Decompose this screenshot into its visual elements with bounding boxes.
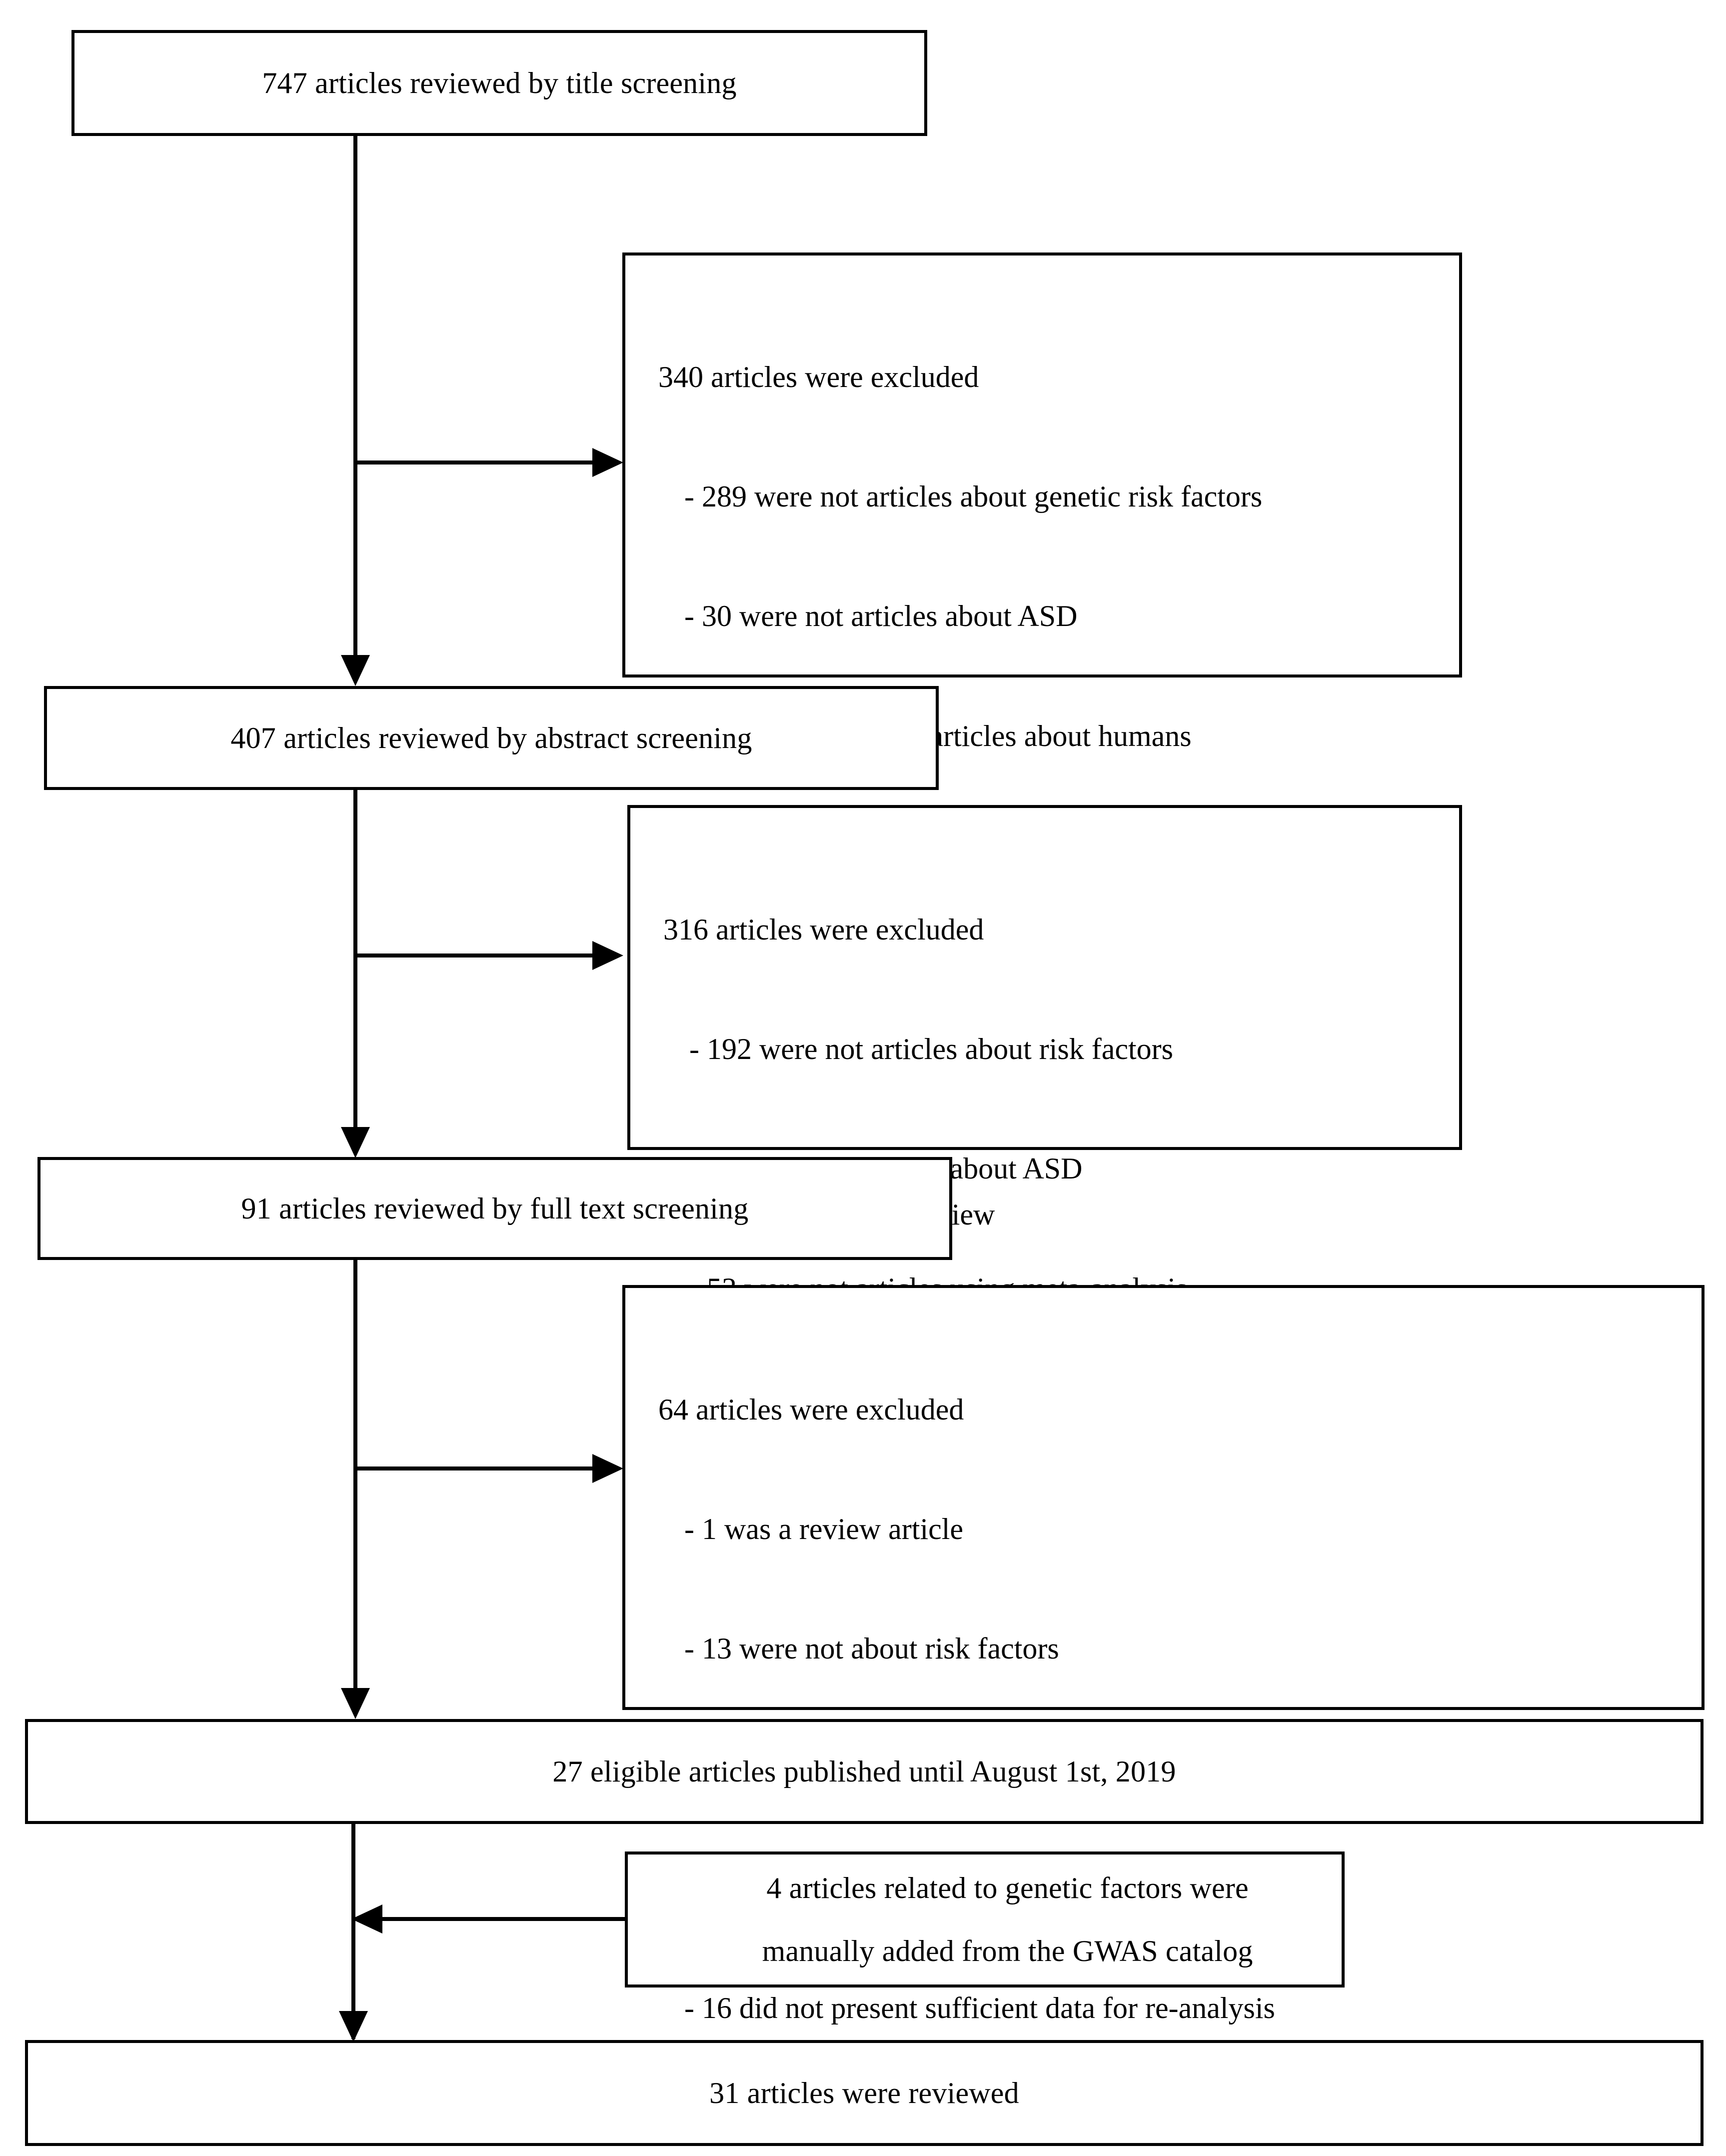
list-item: - 1 was a review article	[684, 1512, 964, 1546]
box-title-exclusions: 340 articles were excluded - 289 were no…	[622, 252, 1462, 1470]
box-eligible-articles-label: 27 eligible articles published until Aug…	[552, 1754, 1176, 1788]
connector-title-to-exclusions	[353, 460, 603, 464]
list-item: - 16 did not present sufficient data for…	[684, 1991, 1275, 2024]
box-title-screening-label: 747 articles reviewed by title screening	[262, 66, 737, 100]
arrow-right-to-title-exclusions	[592, 448, 623, 477]
box-final-reviewed-label: 31 articles were reviewed	[709, 2076, 1019, 2110]
arrow-down-to-eligible	[341, 1688, 370, 1719]
list-item: - 289 were not articles about genetic ri…	[684, 480, 1263, 513]
abstract-exclusions-heading: 316 articles were excluded	[663, 912, 984, 946]
box-abstract-exclusions: 316 articles were excluded - 192 were no…	[627, 805, 1462, 1784]
connector-abstract-to-exclusions	[353, 954, 603, 958]
connector-fulltext-to-exclusions	[353, 1466, 603, 1470]
connector-title-to-abstract	[353, 136, 357, 656]
arrow-right-to-abstract-exclusions	[592, 941, 623, 970]
connector-gwas-to-main	[382, 1917, 627, 1921]
gwas-added-line-2: manually added from the GWAS catalog	[762, 1934, 1253, 1968]
box-abstract-screening-label: 407 articles reviewed by abstract screen…	[230, 721, 752, 754]
list-item: - 13 were not about risk factors	[684, 1632, 1059, 1666]
arrow-left-from-gwas	[351, 1904, 382, 1934]
box-fulltext-screening-label: 91 articles reviewed by full text screen…	[241, 1192, 749, 1225]
box-final-reviewed: 31 articles were reviewed	[25, 2040, 1704, 2146]
connector-abstract-to-fulltext	[353, 790, 357, 1128]
arrow-right-to-fulltext-exclusions	[592, 1454, 623, 1483]
gwas-added-line-1: 4 articles related to genetic factors we…	[766, 1871, 1249, 1904]
list-item: - 192 were not articles about risk facto…	[689, 1032, 1173, 1066]
arrow-down-to-abstract	[341, 655, 370, 686]
title-exclusions-heading: 340 articles were excluded	[658, 360, 979, 394]
box-fulltext-exclusions: 64 articles were excluded - 1 was a revi…	[622, 1285, 1705, 2144]
box-eligible-articles: 27 eligible articles published until Aug…	[25, 1719, 1704, 1824]
arrow-down-to-fulltext	[341, 1127, 370, 1158]
list-item: - 30 were not articles about ASD	[684, 600, 1078, 633]
box-gwas-added-articles: 4 articles related to genetic factors we…	[625, 1852, 1345, 1988]
arrow-down-to-final	[339, 2011, 368, 2042]
box-fulltext-screening: 91 articles reviewed by full text screen…	[37, 1157, 952, 1260]
gwas-added-text: 4 articles related to genetic factors we…	[716, 1841, 1253, 1998]
fulltext-exclusions-heading: 64 articles were excluded	[658, 1392, 964, 1426]
connector-fulltext-to-eligible	[353, 1260, 357, 1689]
box-title-screening: 747 articles reviewed by title screening	[71, 30, 927, 136]
box-abstract-screening: 407 articles reviewed by abstract screen…	[44, 686, 939, 790]
